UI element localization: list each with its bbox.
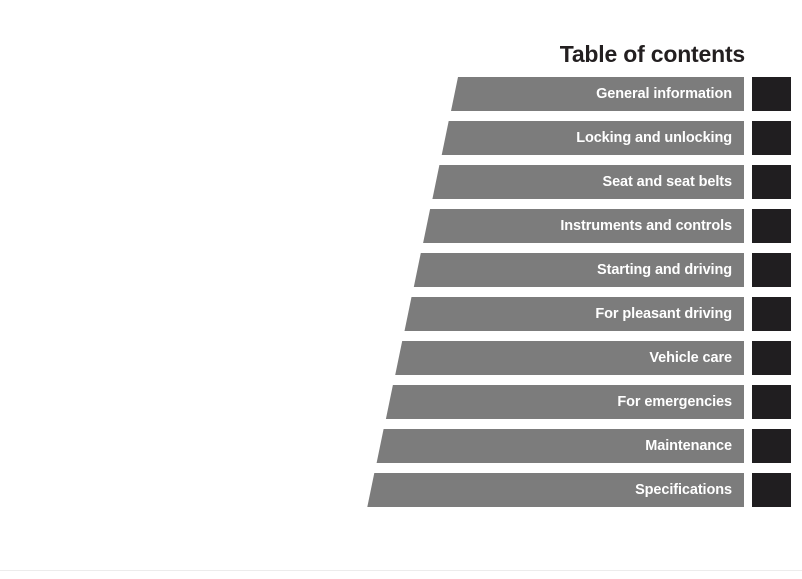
chapter-tab-marker[interactable] <box>752 121 791 155</box>
footer-divider <box>0 570 802 571</box>
toc-entry-bar[interactable] <box>451 77 744 111</box>
chapter-tab-marker[interactable] <box>752 297 791 331</box>
chapter-tab-marker[interactable] <box>752 77 791 111</box>
chapter-tab-marker[interactable] <box>752 165 791 199</box>
toc-entry-bar[interactable] <box>376 429 744 463</box>
toc-entry-bar[interactable] <box>423 209 744 243</box>
toc-entry-bar[interactable] <box>385 385 744 419</box>
toc-entry-bar[interactable] <box>404 297 745 331</box>
toc-entry-bar[interactable] <box>441 121 744 155</box>
chapter-tab-marker[interactable] <box>752 473 791 507</box>
toc-entry-bar[interactable] <box>432 165 744 199</box>
toc-entry-bar[interactable] <box>395 341 744 375</box>
chapter-tab-marker[interactable] <box>752 429 791 463</box>
page-title: Table of contents <box>559 41 745 67</box>
chapter-tab-marker[interactable] <box>752 341 791 375</box>
chapter-tab-marker[interactable] <box>752 385 791 419</box>
toc-entry-bar[interactable] <box>413 253 744 287</box>
chapter-tab-marker[interactable] <box>752 253 791 287</box>
chapter-tab-marker[interactable] <box>752 209 791 243</box>
toc-entry-bar[interactable] <box>367 473 744 507</box>
